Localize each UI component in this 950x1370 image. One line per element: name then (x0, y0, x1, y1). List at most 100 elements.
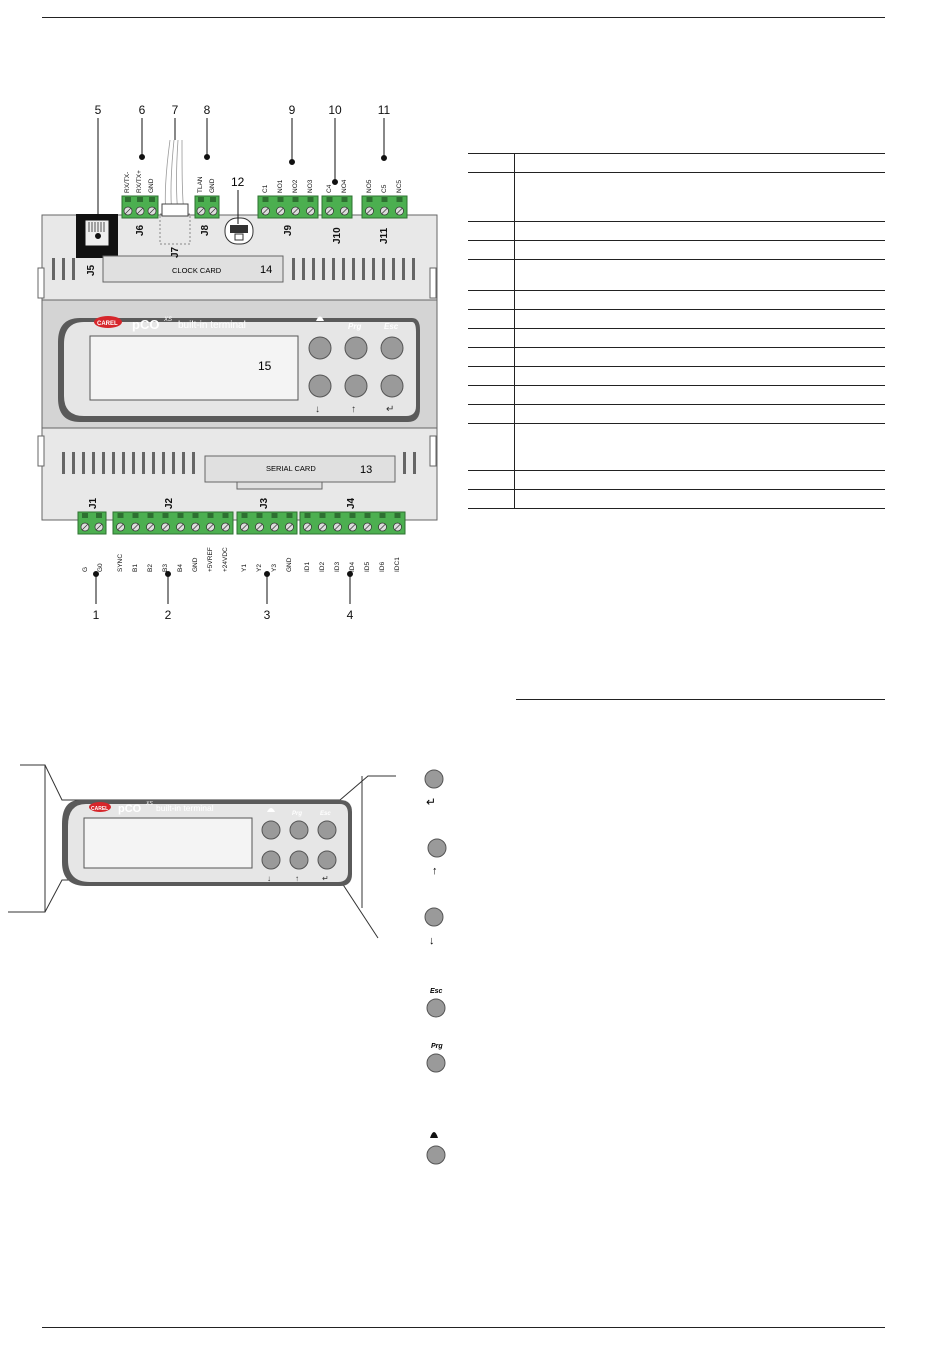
j8-pin-label: GND (209, 178, 216, 193)
svg-text:Prg: Prg (348, 322, 361, 331)
j9-terminal-block (257, 195, 319, 219)
svg-text:↓: ↓ (267, 874, 271, 883)
connector-j2: J2 (164, 497, 175, 509)
terminal-closeup: CAREL pCO XS built-in terminal Prg Esc ↓… (8, 764, 396, 939)
j10-pin-label: NO4 (341, 179, 348, 193)
svg-text:↵: ↵ (322, 874, 329, 883)
key-legend: ↵ ↑ ↓ Esc Prg (424, 769, 447, 1165)
j1-pin-label: G0 (97, 563, 104, 572)
svg-text:↵: ↵ (386, 404, 394, 415)
j2-pin-label: B1 (132, 564, 139, 572)
clock-card-slot (102, 255, 284, 283)
callout-4: 4 (346, 608, 354, 622)
j2-pin-label: B2 (147, 564, 154, 572)
j3-pin-label: Y3 (271, 564, 278, 572)
top-vents (52, 258, 75, 280)
brand-text: CAREL (97, 321, 118, 327)
svg-text:XS: XS (145, 801, 153, 807)
esc-key-label: Esc (430, 988, 443, 995)
controller-diagram: CLOCK CARD 14 CAREL pCO XS built-in term… (37, 118, 438, 604)
legend-row (468, 423, 885, 471)
j4-pin-label: ID1 (304, 561, 311, 572)
legend-row (468, 366, 885, 386)
connector-j10: J10 (332, 227, 343, 244)
legend-row (468, 385, 885, 405)
j9-pin-label: NO3 (307, 179, 314, 193)
j6-pin-label: GND (148, 178, 155, 193)
j3-pin-label: GND (286, 557, 293, 572)
connector-j9: J9 (283, 224, 294, 236)
display-number: 15 (258, 359, 272, 373)
prg-key-label: Prg (431, 1043, 443, 1050)
j9-pin-label: NO1 (277, 179, 284, 193)
j4-pin-label: ID6 (379, 561, 386, 572)
j10-pin-label: C4 (326, 184, 333, 193)
callout-9: 9 (288, 103, 296, 117)
legend-row (468, 328, 885, 348)
j11-terminal-block (361, 195, 408, 219)
j4-pin-label: ID4 (349, 561, 356, 572)
j2-pin-label: SYNC (117, 553, 124, 572)
connector-j3: J3 (259, 497, 270, 509)
closeup-brand: CAREL (91, 806, 108, 812)
serial-card-slot (204, 455, 396, 483)
clock-card-number: 14 (260, 264, 272, 276)
legend-row (468, 172, 885, 222)
callout-8: 8 (203, 103, 211, 117)
j11-pin-label: NO5 (366, 179, 373, 193)
legend-row (468, 290, 885, 310)
prg-key-icon: Prg (426, 1043, 446, 1073)
closeup-terminal-label: built-in terminal (156, 803, 214, 813)
j2-pin-label: +5VREF (207, 547, 214, 572)
product-sup: XS (163, 317, 172, 323)
bottom-vents (62, 452, 416, 474)
callout-1: 1 (92, 608, 100, 622)
j8-terminal-block (194, 195, 220, 219)
j6-terminal-block (121, 195, 159, 219)
closeup-product: pCO (118, 803, 142, 815)
callout-7: 7 (171, 103, 179, 117)
j1-pin-label: G (82, 566, 89, 572)
j2-pin-label: GND (192, 557, 199, 572)
legend-row (468, 309, 885, 329)
j4-pin-label: ID2 (319, 561, 326, 572)
j3-terminal-block (236, 511, 298, 535)
connector-j7: J7 (170, 246, 181, 258)
callout-2: 2 (164, 608, 172, 622)
callout-12: 12 (231, 175, 245, 189)
j2-terminal-block (112, 511, 234, 535)
j4-pin-label: IDC1 (394, 557, 401, 572)
callout-10: 10 (328, 103, 342, 117)
legend-row (468, 404, 885, 424)
serial-card-number: 13 (360, 464, 372, 476)
j6-pin-label: RX/TX+ (136, 170, 143, 193)
j2-pin-label: B4 (177, 564, 184, 572)
callout-3: 3 (263, 608, 271, 622)
svg-text:↑: ↑ (432, 865, 438, 877)
header-rule (42, 17, 885, 18)
carel-logo (94, 316, 122, 328)
terminal-label: built-in terminal (178, 320, 246, 331)
legend-row (468, 470, 885, 490)
connector-j1: J1 (88, 497, 99, 509)
top-terminal-blocks (121, 195, 408, 219)
j2-pin-label: B3 (162, 564, 169, 572)
board-keys: Prg Esc ↓ ↑ ↵ (308, 316, 404, 415)
j9-pin-label: NO2 (292, 179, 299, 193)
j7-connector (161, 203, 189, 217)
callout-11: 11 (377, 103, 391, 117)
svg-text:Esc: Esc (320, 811, 331, 817)
svg-text:↵: ↵ (426, 795, 436, 809)
product-name: pCO (132, 317, 159, 332)
j3-pin-label: Y1 (241, 564, 248, 572)
j11-pin-label: C5 (381, 184, 388, 193)
clock-card-label: CLOCK CARD (172, 266, 222, 275)
connector-j11: J11 (379, 227, 390, 244)
j3-pin-label: Y2 (256, 564, 263, 572)
alarm-key-icon (426, 1132, 446, 1165)
j8-pin-label: TLAN (197, 176, 204, 193)
svg-text:↑: ↑ (295, 874, 299, 883)
j10-terminal-block (321, 195, 353, 219)
j6-pin-label: RX/TX- (124, 171, 131, 193)
callout-leaders (93, 118, 387, 604)
